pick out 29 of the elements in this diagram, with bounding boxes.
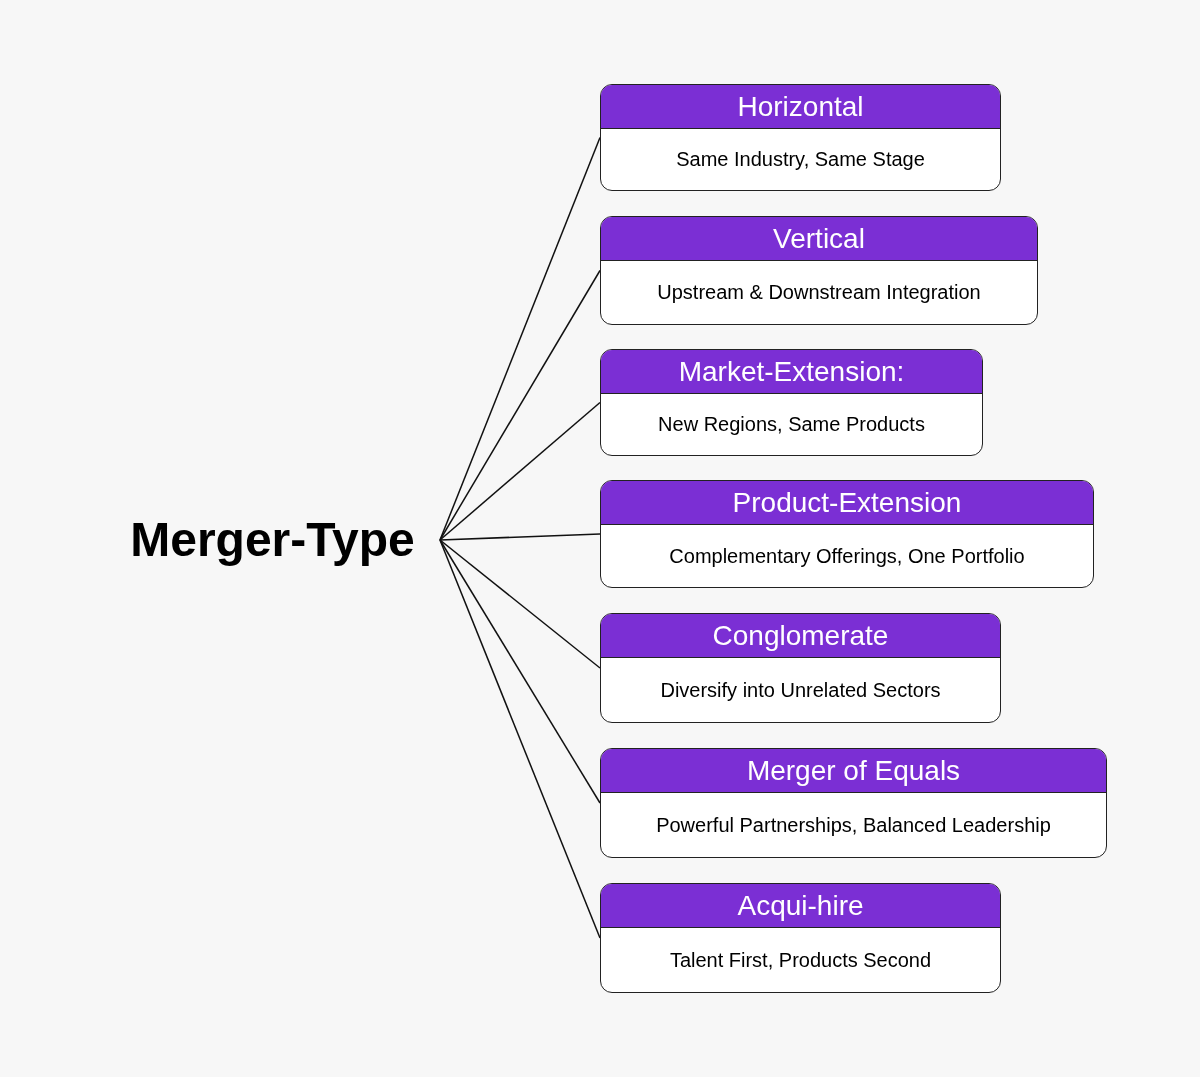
card-title: Merger of Equals — [746, 756, 961, 785]
card-description: Diversify into Unrelated Sectors — [660, 677, 941, 703]
merger-type-card — [600, 84, 1001, 191]
card-description: New Regions, Same Products — [658, 412, 925, 437]
card-title: Horizontal — [737, 92, 864, 121]
merger-type-card — [600, 748, 1107, 858]
card-title: Product-Extension — [732, 488, 962, 517]
card-title: Conglomerate — [712, 621, 889, 650]
merger-type-card — [600, 349, 983, 456]
merger-type-card — [600, 613, 1001, 723]
connector-line — [439, 269, 601, 541]
card-title: Vertical — [773, 224, 865, 253]
connector-line — [439, 401, 601, 541]
card-title: Market-Extension: — [678, 357, 905, 386]
connector-line — [439, 539, 601, 939]
root-title: Merger-Type — [130, 516, 415, 564]
card-description: Talent First, Products Second — [669, 947, 932, 973]
connector-line — [439, 539, 601, 669]
connector-line — [439, 533, 601, 541]
connector-line — [439, 136, 601, 541]
card-description: Same Industry, Same Stage — [676, 147, 925, 172]
merger-type-card — [600, 883, 1001, 993]
merger-type-card — [600, 480, 1094, 588]
card-title: Acqui-hire — [737, 891, 864, 920]
card-description: Powerful Partnerships, Balanced Leadership — [656, 812, 1051, 838]
connector-line — [439, 539, 601, 804]
card-description: Upstream & Downstream Integration — [657, 280, 981, 305]
card-description: Complementary Offerings, One Portfolio — [669, 543, 1025, 569]
merger-type-card — [600, 216, 1038, 325]
